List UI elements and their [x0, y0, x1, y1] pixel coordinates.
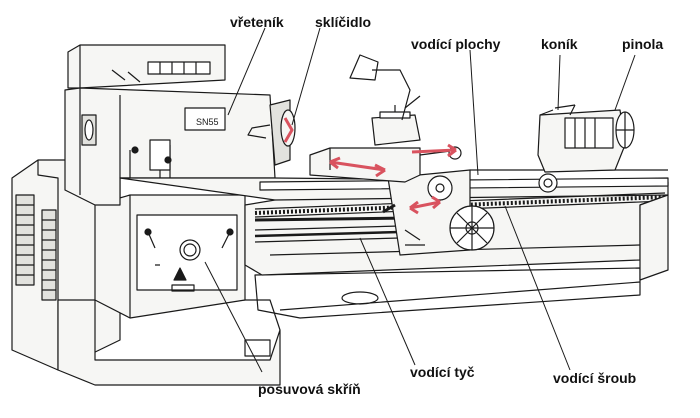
feed-rod — [254, 225, 401, 243]
quill-handwheel — [615, 111, 635, 149]
label-leadscrew: vodící šroub — [553, 370, 637, 386]
tool-post — [371, 95, 421, 146]
label-guideways: vodící plochy — [411, 36, 501, 52]
cross-slide — [309, 146, 558, 201]
headstock — [64, 87, 276, 206]
chip-pan — [254, 267, 641, 319]
label-feedrod: vodící tyč — [410, 364, 475, 380]
label-feedbox: posuvová skříň — [258, 381, 361, 397]
headstock-top-box — [67, 44, 226, 89]
motion-arrows — [329, 143, 457, 215]
label-quill: pinola — [622, 36, 664, 52]
label-headstock: vřeteník — [230, 14, 284, 30]
work-lamp — [349, 54, 411, 121]
feed-box — [94, 194, 246, 319]
label-tailstock: koník — [541, 36, 578, 52]
label-chuck: sklíčidlo — [315, 14, 372, 30]
leader-lines — [204, 27, 636, 373]
chuck — [247, 99, 296, 166]
right-leg — [639, 194, 669, 281]
model-plate: SN55 — [196, 117, 219, 127]
tailstock — [537, 104, 626, 173]
